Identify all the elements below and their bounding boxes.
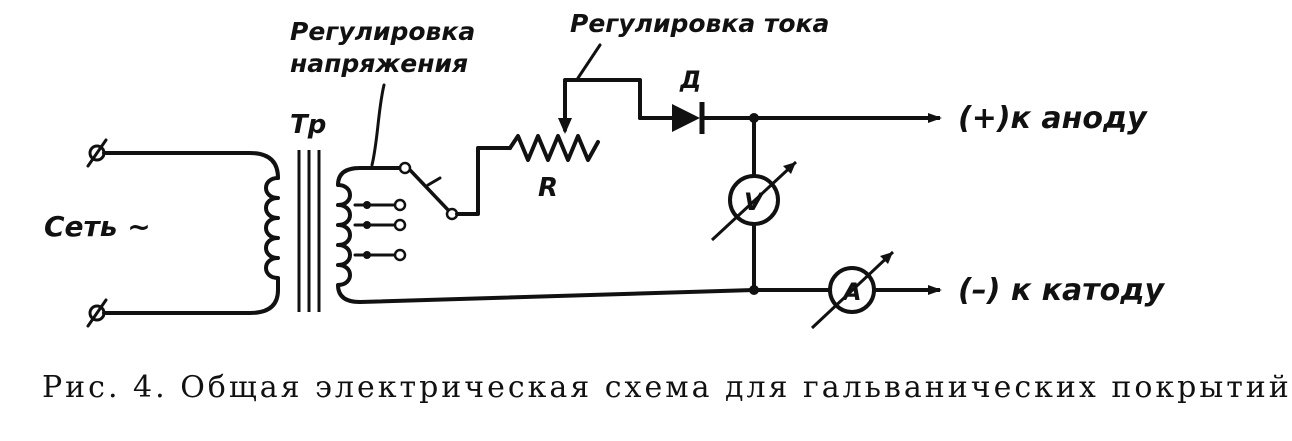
mains-wire-bottom	[102, 288, 280, 315]
resistor-label: R	[538, 173, 558, 203]
voltage-reg-leader	[370, 83, 386, 167]
voltmeter-arrow	[710, 160, 798, 242]
current-reg-label: Регулировка тока	[570, 9, 829, 38]
voltmeter-label: V	[744, 188, 765, 216]
mains-wire-top	[102, 151, 280, 180]
current-reg-leader	[576, 43, 602, 80]
diode-label: Д	[679, 66, 701, 94]
cathode-label: (–) к катоду	[958, 273, 1166, 308]
ammeter-label: A	[841, 278, 862, 306]
return-wire	[358, 288, 832, 304]
transformer-secondary-coil	[336, 166, 402, 304]
transformer-label: Тр	[290, 110, 326, 140]
figure-caption: Рис. 4. Общая электрическая схема для га…	[42, 370, 1292, 405]
rheostat-resistor	[508, 134, 600, 162]
mains-label: Сеть ~	[44, 210, 151, 243]
transformer-core	[297, 150, 321, 312]
wire-switch-to-rheostat	[455, 146, 512, 216]
electrical-circuit-diagram: Регулировка напряжения Регулировка тока …	[44, 9, 1166, 330]
diode-symbol	[672, 102, 705, 134]
voltage-tap-switch	[353, 161, 459, 262]
voltage-reg-label-line2: напряжения	[290, 49, 468, 78]
transformer-primary-coil	[264, 176, 280, 292]
rheostat-wiper	[563, 78, 642, 132]
ammeter-arrow	[810, 250, 895, 330]
rheostat-wiper-arrow	[558, 118, 572, 134]
junction-node-bottom	[749, 285, 759, 295]
voltage-reg-label-line1: Регулировка	[290, 17, 475, 46]
anode-label: (+)к аноду	[958, 101, 1148, 136]
